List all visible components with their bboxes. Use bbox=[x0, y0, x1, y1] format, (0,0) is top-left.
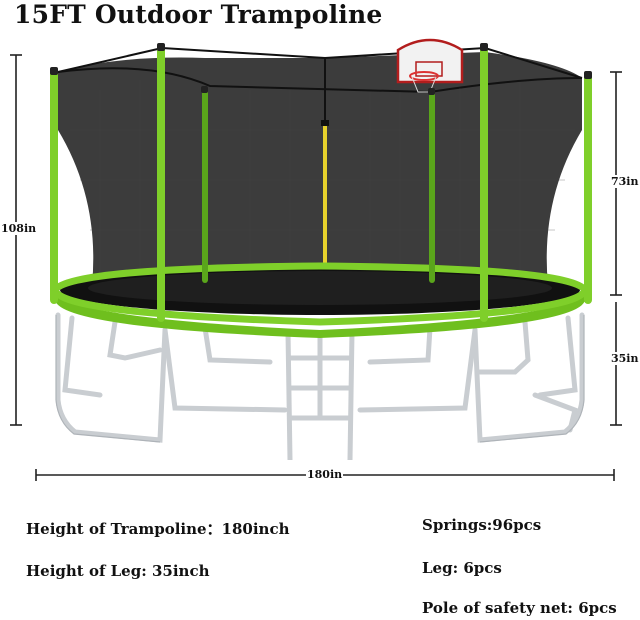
legs bbox=[55, 312, 585, 443]
total-height-label: 108in bbox=[0, 222, 38, 235]
spec-legs-count: Leg: 6pcs bbox=[422, 559, 502, 577]
leg-height-label: 35in bbox=[610, 352, 640, 365]
net-height-label: 73in bbox=[610, 175, 640, 188]
basketball-hoop bbox=[396, 38, 464, 93]
ladder bbox=[285, 331, 355, 461]
net-poles bbox=[50, 44, 592, 322]
spec-springs: Springs:96pcs bbox=[422, 516, 542, 534]
spec-trampoline-height: Height of Trampoline：180inch bbox=[26, 520, 290, 538]
spec-poles-count: Pole of safety net: 6pcs bbox=[422, 599, 617, 617]
safety-net bbox=[57, 46, 583, 285]
leg-highlights bbox=[55, 315, 585, 443]
product-title: 15FT Outdoor Trampoline bbox=[14, 0, 383, 29]
pole-caps bbox=[50, 43, 592, 95]
diameter-label: 180in bbox=[306, 468, 344, 481]
spec-leg-height: Height of Leg: 35inch bbox=[26, 562, 210, 580]
